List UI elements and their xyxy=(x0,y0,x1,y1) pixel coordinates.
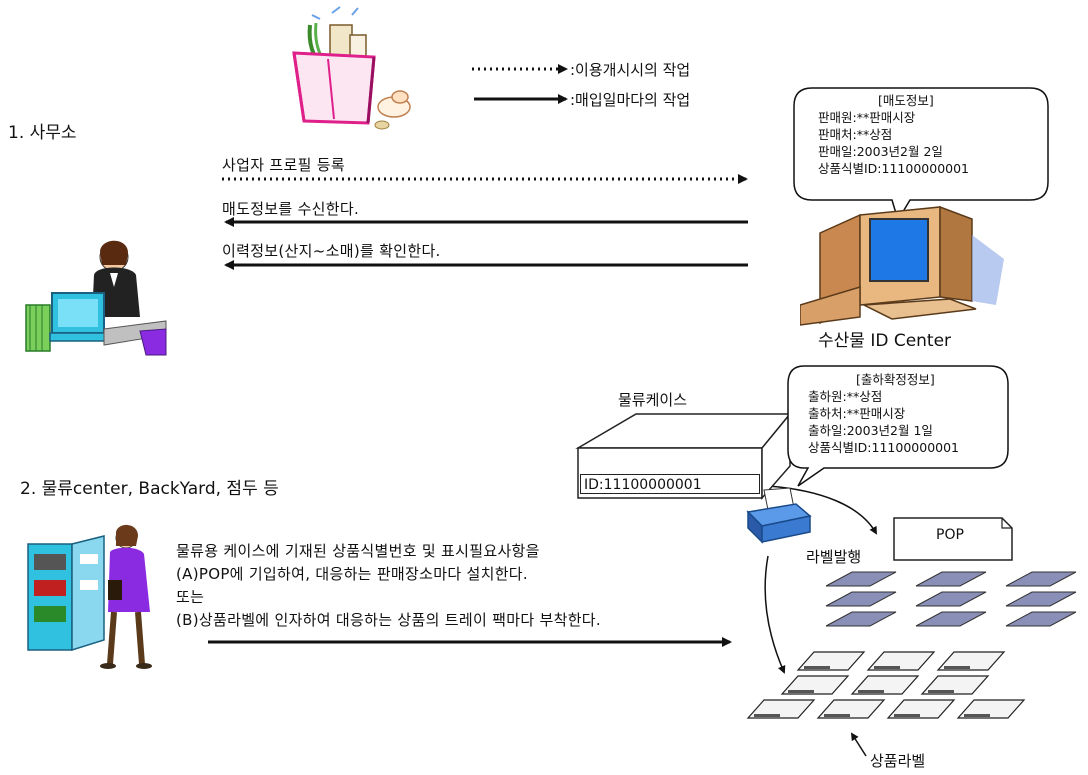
legend-dotted-label: :이용개시시의 작업 xyxy=(570,61,691,79)
callout1-line: 판매처:**상점 xyxy=(818,127,893,142)
office-worker-icon xyxy=(25,240,167,356)
legend-solid-label: :매입일마다의 작업 xyxy=(570,91,691,109)
computer-icon xyxy=(800,205,1004,326)
instruction-line: (A)POP에 기입하여, 대응하는 판매장소마다 설치한다. xyxy=(176,565,528,583)
callout2-line: 출하일:2003년2월 1일 xyxy=(808,423,933,438)
shopper-icon xyxy=(27,524,152,669)
section1-title: 1. 사무소 xyxy=(8,123,77,143)
instruction-line: 물류용 케이스에 기재된 상품식별번호 및 표시필요사항을 xyxy=(176,542,540,560)
callout2-line: 출하처:**판매시장 xyxy=(808,406,906,421)
label-issue-label: 라벨발행 xyxy=(806,548,862,566)
callout-shipment-info-bubble xyxy=(787,365,1009,487)
pop-card xyxy=(893,517,1013,561)
flow-history-label: 이력정보(산지~소매)를 확인한다. xyxy=(222,242,441,260)
shopping-bag-icon xyxy=(292,6,411,130)
fish-tray-stack-icon xyxy=(825,571,897,627)
fish-trays-group xyxy=(825,571,1077,627)
callout1-title: [매도정보] xyxy=(878,93,934,108)
instruction-line: 또는 xyxy=(176,588,205,606)
callout2-line: 상품식별ID:11100000001 xyxy=(808,440,960,455)
id-center-label: 수산물 ID Center xyxy=(818,331,952,351)
printer-icon xyxy=(746,487,812,544)
label-pointer-line xyxy=(850,732,867,757)
flow-profile-label: 사업자 프로필 등록 xyxy=(222,156,345,174)
callout1-line: 판매일:2003년2월 2일 xyxy=(818,144,943,159)
pop-label: POP xyxy=(936,527,964,543)
labeled-trays-group xyxy=(746,651,1026,719)
callout2-line: 출하원:**상점 xyxy=(808,389,883,404)
section2-title: 2. 물류center, BackYard, 점두 등 xyxy=(20,479,279,499)
logistics-case-label: 물류케이스 xyxy=(618,391,688,409)
case-id-label: ID:11100000001 xyxy=(580,474,760,494)
printer-to-labels-arrow xyxy=(764,555,786,674)
fish-tray-stack-icon xyxy=(915,571,987,627)
callout2-title: [출하확정정보] xyxy=(856,372,935,387)
callout1-line: 판매원:**판매시장 xyxy=(818,110,916,125)
product-label-text: 상품라벨 xyxy=(870,752,926,770)
instruction-line: (B)상품라벨에 인자하여 대응하는 상품의 트레이 팩마다 부착한다. xyxy=(176,611,601,629)
flow-sales-label: 매도정보를 수신한다. xyxy=(222,200,360,218)
case-to-pop-arrow xyxy=(767,485,877,535)
callout1-line: 상품식별ID:11100000001 xyxy=(818,161,970,176)
fish-tray-stack-icon xyxy=(1005,571,1077,627)
